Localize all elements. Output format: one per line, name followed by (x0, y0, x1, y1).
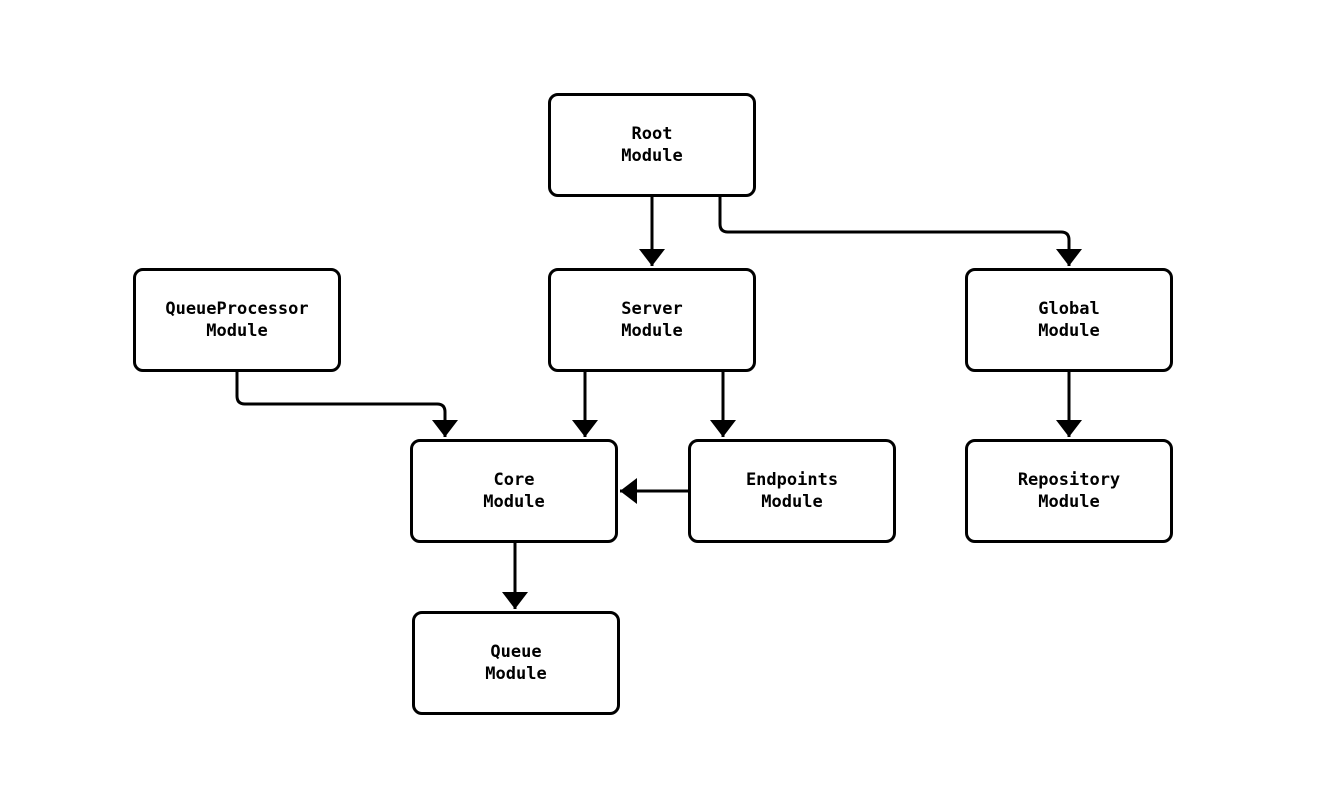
node-root-module-label: Root Module (621, 124, 683, 166)
edge-root-to-global (718, 197, 1082, 266)
node-queueprocessor-module-label: QueueProcessor Module (165, 299, 309, 341)
node-endpoints-module-label: Endpoints Module (745, 470, 839, 512)
node-server-module-label: Server Module (621, 299, 683, 341)
node-queue-module-label: Queue Module (485, 642, 547, 684)
node-core-module-label: Core Module (483, 470, 545, 512)
node-core-module: Core Module (410, 439, 618, 543)
edge-queueprocessor-to-core (235, 372, 458, 437)
node-global-module: Global Module (965, 268, 1173, 372)
node-endpoints-module: Endpoints Module (688, 439, 896, 543)
node-server-module: Server Module (548, 268, 756, 372)
node-queue-module: Queue Module (412, 611, 620, 715)
node-repository-module: Repository Module (965, 439, 1173, 543)
node-global-module-label: Global Module (1038, 299, 1100, 341)
node-root-module: Root Module (548, 93, 756, 197)
node-repository-module-label: Repository Module (1017, 470, 1121, 512)
node-queueprocessor-module: QueueProcessor Module (133, 268, 341, 372)
